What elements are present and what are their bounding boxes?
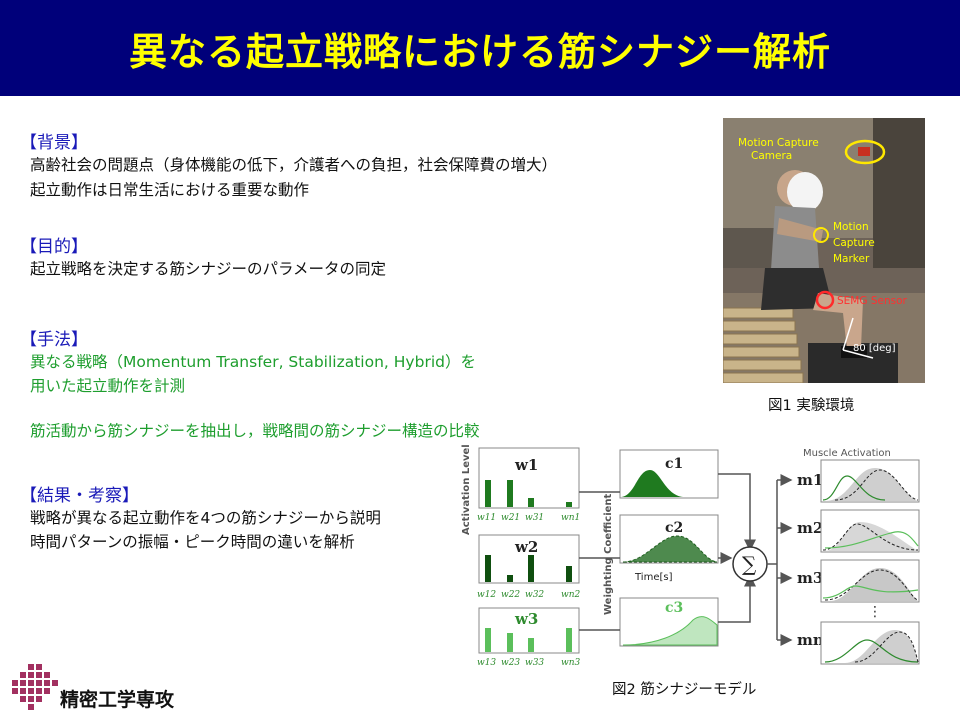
c1-title: c1: [665, 456, 683, 472]
purpose-line-1: 起立戦略を決定する筋シナジーのパラメータの同定: [30, 260, 387, 278]
w-sub-label: w32: [525, 590, 544, 600]
w-sub-label: wn1: [561, 513, 580, 523]
w2-bar: [528, 555, 534, 582]
synergy-model-diagram: Activation Level Weighting Coefficient w…: [461, 444, 920, 668]
w3-bar: [485, 628, 491, 652]
background-line-2: 起立動作は日常生活における重要な動作: [30, 181, 310, 199]
w1-bar: [507, 480, 513, 507]
w1-panel: w1 w11 w21 w31 wn1: [477, 447, 580, 523]
label-angle: 80 [deg]: [853, 343, 896, 354]
muscle-activation-label: Muscle Activation: [803, 448, 891, 459]
label-marker-3: Marker: [833, 253, 870, 265]
c1-panel: c1: [619, 449, 719, 499]
figure2-caption: 図2 筋シナジーモデル: [612, 682, 757, 698]
m2-label: m2: [797, 519, 823, 537]
page-title: 異なる起立戦略における筋シナジー解析: [128, 29, 831, 74]
w-sub-label: w23: [501, 658, 520, 668]
title-bar: 異なる起立戦略における筋シナジー解析: [0, 0, 960, 96]
w1-bar: [485, 480, 491, 507]
university-logo-icon: [12, 664, 58, 710]
w-sub-label: w31: [525, 513, 544, 523]
label-marker-1: Motion: [833, 221, 869, 233]
w3-panel: w3 w13 w23 w33 wn3: [477, 607, 581, 668]
w2-bar: [566, 566, 572, 582]
m3-label: m3: [797, 569, 823, 587]
results-line-1: 戦略が異なる起立動作を4つの筋シナジーから説明: [30, 509, 381, 527]
w-sub-label: w13: [477, 658, 496, 668]
w-sub-label: w33: [525, 658, 544, 668]
method-line-1: 異なる戦略（Momentum Transfer, Stabilization, …: [30, 353, 476, 371]
activation-level-label: Activation Level: [461, 444, 472, 535]
w2-title: w2: [514, 538, 538, 556]
w3-bar: [507, 633, 513, 652]
method-line-2: 用いた起立動作を計測: [30, 377, 186, 395]
w1-bar: [528, 498, 534, 507]
w3-bar: [528, 638, 534, 652]
background-line-1: 高齢社会の問題点（身体機能の低下，介護者への負担，社会保障費の増大）: [30, 156, 558, 174]
results-line-2: 時間パターンの振幅・ピーク時間の違いを解析: [30, 533, 355, 551]
experiment-photo: Motion Capture Camera Motion Capture Mar…: [723, 118, 925, 383]
c2-panel: c2 Time[s]: [619, 514, 719, 583]
w-sub-label: wn2: [561, 590, 581, 600]
ellipsis-dots: ⋮: [868, 604, 882, 620]
figure1-caption: 図1 実験環境: [768, 398, 855, 414]
label-marker-2: Capture: [833, 237, 875, 249]
w1-title: w1: [514, 456, 538, 474]
background-heading: 【背景】: [20, 133, 88, 153]
label-sensor: SEMG Sensor: [837, 295, 908, 307]
w-sub-label: w12: [477, 590, 496, 600]
w2-bar: [507, 575, 513, 582]
w2-panel: w2 w12 w22 w32 wn2: [477, 534, 581, 600]
w-sub-label: w21: [501, 513, 520, 523]
department-logo-text: 精密工学専攻: [60, 689, 175, 711]
results-heading: 【結果・考察】: [20, 486, 139, 506]
m2-panel: [820, 509, 920, 553]
label-camera-2: Camera: [751, 150, 792, 162]
mn-panel: [820, 621, 920, 665]
mn-label: mn: [797, 631, 824, 649]
m3-panel: [820, 559, 920, 603]
c3-panel: c3: [619, 597, 719, 647]
time-label: Time[s]: [634, 572, 673, 583]
method-heading: 【手法】: [20, 330, 88, 350]
m1-label: m1: [797, 471, 823, 489]
m1-panel: [820, 459, 920, 503]
w-sub-label: w11: [477, 513, 496, 523]
w3-title: w3: [514, 610, 538, 628]
method-line-3: 筋活動から筋シナジーを抽出し，戦略間の筋シナジー構造の比較: [30, 422, 480, 440]
c2-title: c2: [665, 520, 683, 536]
w2-bar: [485, 555, 491, 582]
w3-bar: [566, 628, 572, 652]
sum-symbol: ∑: [742, 552, 757, 576]
w1-bar: [566, 502, 572, 507]
weighting-coefficient-label: Weighting Coefficient: [603, 493, 614, 615]
w-sub-label: w22: [501, 590, 520, 600]
purpose-heading: 【目的】: [20, 237, 88, 257]
label-camera-1: Motion Capture: [738, 137, 819, 149]
w-sub-label: wn3: [561, 658, 581, 668]
c3-title: c3: [665, 600, 683, 616]
